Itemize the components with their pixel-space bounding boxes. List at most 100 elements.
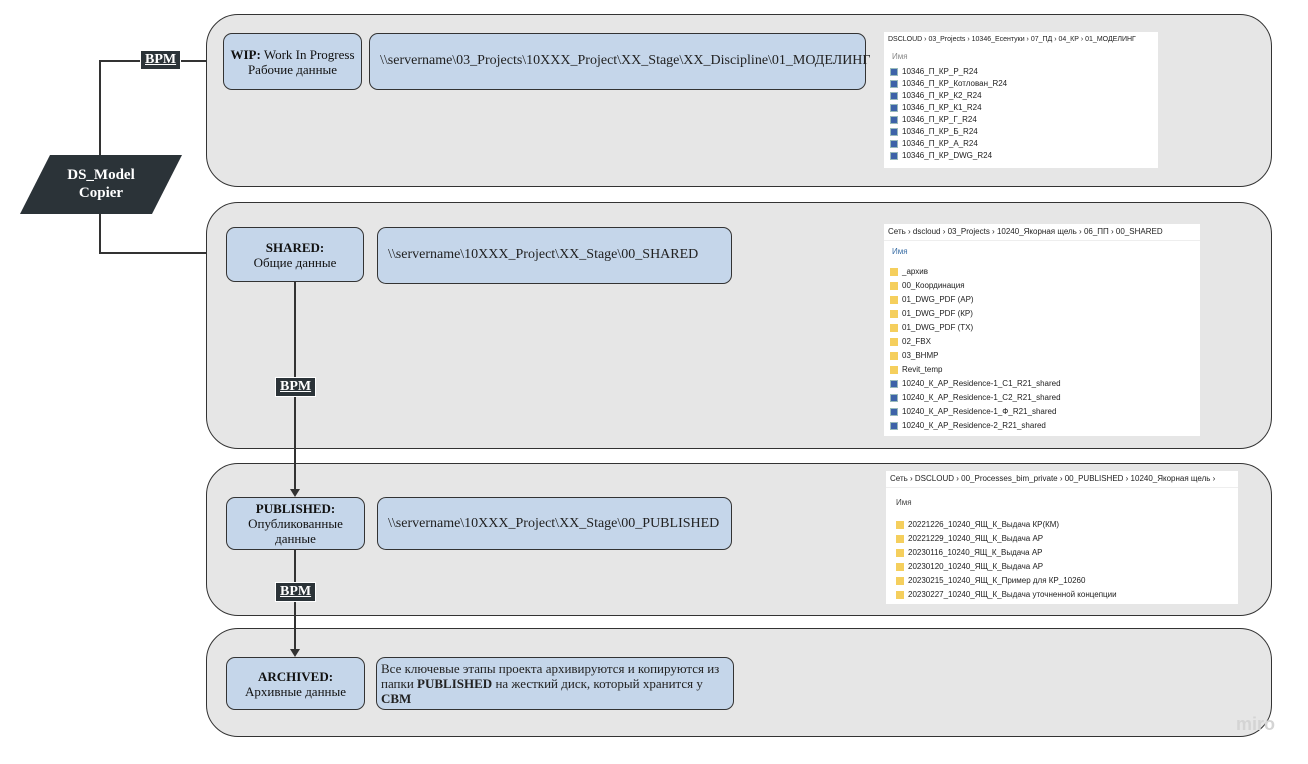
item-label: 03_ВНМР [902, 351, 939, 360]
item-label: 20230116_10240_ЯЩ_К_Выдача АР [908, 548, 1043, 557]
wip-subtitle: Рабочие данные [247, 61, 338, 77]
item-label: 10240_К_АР_Residence-1_С2_R21_shared [902, 393, 1061, 402]
wip-stage-box: WIP: Work In Progress Рабочие данные [223, 33, 362, 90]
list-item[interactable]: 20230215_10240_ЯЩ_К_Пример для КР_10260 [890, 574, 1238, 588]
published-path: \\servername\10XXX_Project\XX_Stage\00_P… [377, 497, 732, 550]
item-label: 10346_П_КР_К1_R24 [902, 103, 982, 112]
desc-text: Все ключевые этапы проекта архивируются … [381, 661, 720, 691]
shared-path: \\servername\10XXX_Project\XX_Stage\00_S… [377, 227, 732, 284]
folder-icon [896, 591, 904, 599]
published-subtitle-1: Опубликованные [248, 516, 343, 531]
file-icon [890, 116, 898, 124]
list-item[interactable]: 10346_П_КР_Б_R24 [884, 126, 1158, 138]
published-stage-box: PUBLISHED: Опубликованные данные [226, 497, 365, 550]
list-item[interactable]: 10346_П_КР_К1_R24 [884, 102, 1158, 114]
item-label: Revit_temp [902, 365, 943, 374]
copier-line2: Copier [78, 185, 124, 201]
list-item[interactable]: Revit_temp [884, 363, 1200, 377]
shared-explorer-screenshot: Сеть › dscloud › 03_Projects › 10240_Яко… [884, 224, 1200, 436]
file-icon [890, 92, 898, 100]
item-label: 10346_П_КР_DWG_R24 [902, 151, 993, 160]
bpm-label: BPM [140, 50, 182, 70]
list-item[interactable]: 20230120_10240_ЯЩ_К_Выдача АР [890, 560, 1238, 574]
column-header: Имя [892, 52, 908, 61]
file-icon [890, 80, 898, 88]
list-item[interactable]: 10240_К_АР_Residence-1_С2_R21_shared [884, 391, 1200, 405]
shared-title: SHARED: [265, 239, 325, 255]
breadcrumb: Сеть › DSCLOUD › 00_Processes_bim_privat… [886, 471, 1238, 488]
item-label: 00_Координация [902, 281, 965, 290]
list-item[interactable]: 10240_К_АР_Residence-1_С1_R21_shared [884, 377, 1200, 391]
shared-stage-box: SHARED: Общие данные [226, 227, 364, 282]
connector [99, 210, 101, 254]
item-label: 01_DWG_PDF (АР) [902, 295, 974, 304]
folder-icon [890, 366, 898, 374]
folder-icon [896, 535, 904, 543]
connector [99, 60, 101, 158]
archived-description: Все ключевые этапы проекта архивируются … [376, 657, 734, 710]
item-label: 10240_К_АР_Residence-2_R21_shared [902, 421, 1046, 430]
item-label: 10346_П_КР_Р_R24 [902, 67, 978, 76]
item-label: 20230215_10240_ЯЩ_К_Пример для КР_10260 [908, 576, 1086, 585]
folder-icon [890, 352, 898, 360]
desc-text: на жесткий диск, который хранится у [492, 676, 703, 691]
archived-title: ARCHIVED: [257, 668, 334, 684]
connector [99, 252, 217, 254]
folder-icon [890, 268, 898, 276]
file-icon [890, 380, 898, 388]
item-label: 10346_П_КР_К2_R24 [902, 91, 982, 100]
wip-path: \\servername\03_Projects\10XXX_Project\X… [369, 33, 871, 90]
list-item[interactable]: 20221226_10240_ЯЩ_К_Выдача КР(КМ) [890, 518, 1238, 532]
list-item[interactable]: 20230116_10240_ЯЩ_К_Выдача АР [890, 546, 1238, 560]
wip-explorer-screenshot: DSCLOUD › 03_Projects › 10346_Есентуки ›… [884, 32, 1158, 168]
folder-icon [896, 549, 904, 557]
folder-icon [896, 563, 904, 571]
folder-icon [890, 282, 898, 290]
folder-icon [890, 310, 898, 318]
file-icon [890, 104, 898, 112]
list-item[interactable]: 10346_П_КР_А_R24 [884, 138, 1158, 150]
list-item[interactable]: 10240_К_АР_Residence-1_Ф_R21_shared [884, 405, 1200, 419]
list-item[interactable]: 20230227_10240_ЯЩ_К_Выдача уточненной ко… [890, 588, 1238, 602]
group-archived [206, 628, 1272, 737]
list-item[interactable]: 10346_П_КР_Р_R24 [884, 66, 1158, 78]
ds-model-copier-label: DS_Model Copier [40, 166, 162, 202]
list-item[interactable]: 01_DWG_PDF (КР) [884, 307, 1200, 321]
archived-stage-box: ARCHIVED: Архивные данные [226, 657, 365, 710]
folder-icon [890, 296, 898, 304]
item-label: 10346_П_КР_Б_R24 [902, 127, 978, 136]
list-item[interactable]: 02_FBX [884, 335, 1200, 349]
item-label: 10240_К_АР_Residence-1_С1_R21_shared [902, 379, 1061, 388]
list-item[interactable]: 01_DWG_PDF (ТХ) [884, 321, 1200, 335]
archived-subtitle: Архивные данные [245, 683, 346, 699]
shared-subtitle: Общие данные [253, 254, 337, 270]
list-item[interactable]: 03_ВНМР [884, 349, 1200, 363]
item-label: 02_FBX [902, 337, 931, 346]
list-item[interactable]: 10346_П_КР_DWG_R24 [884, 150, 1158, 162]
list-item[interactable]: 01_DWG_PDF (АР) [884, 293, 1200, 307]
list-item[interactable]: 20221229_10240_ЯЩ_К_Выдача АР [890, 532, 1238, 546]
list-item[interactable]: _архив [884, 265, 1200, 279]
list-item[interactable]: 10346_П_КР_Котлован_R24 [884, 78, 1158, 90]
item-label: 01_DWG_PDF (КР) [902, 309, 973, 318]
item-label: 01_DWG_PDF (ТХ) [902, 323, 974, 332]
file-icon [890, 128, 898, 136]
ds-model-copier-shape [20, 155, 182, 214]
file-icon [890, 152, 898, 160]
item-label: 20221229_10240_ЯЩ_К_Выдача АР [908, 534, 1044, 543]
item-label: 10346_П_КР_Г_R24 [902, 115, 977, 124]
list-item[interactable]: 10240_К_АР_Residence-2_R21_shared [884, 419, 1200, 433]
wip-title: WIP: [230, 46, 261, 62]
arrow-head [290, 489, 300, 497]
list-item[interactable]: 10346_П_КР_Г_R24 [884, 114, 1158, 126]
wip-title-rest: Work In Progress [260, 46, 355, 62]
file-icon [890, 68, 898, 76]
folder-icon [890, 324, 898, 332]
breadcrumb: DSCLOUD › 03_Projects › 10346_Есентуки ›… [888, 36, 1136, 43]
item-label: 20221226_10240_ЯЩ_К_Выдача КР(КМ) [908, 520, 1060, 529]
list-item[interactable]: 00_Координация [884, 279, 1200, 293]
column-header: Имя [892, 247, 908, 256]
folder-icon [896, 521, 904, 529]
published-explorer-screenshot: Сеть › DSCLOUD › 00_Processes_bim_privat… [886, 471, 1238, 604]
list-item[interactable]: 10346_П_КР_К2_R24 [884, 90, 1158, 102]
